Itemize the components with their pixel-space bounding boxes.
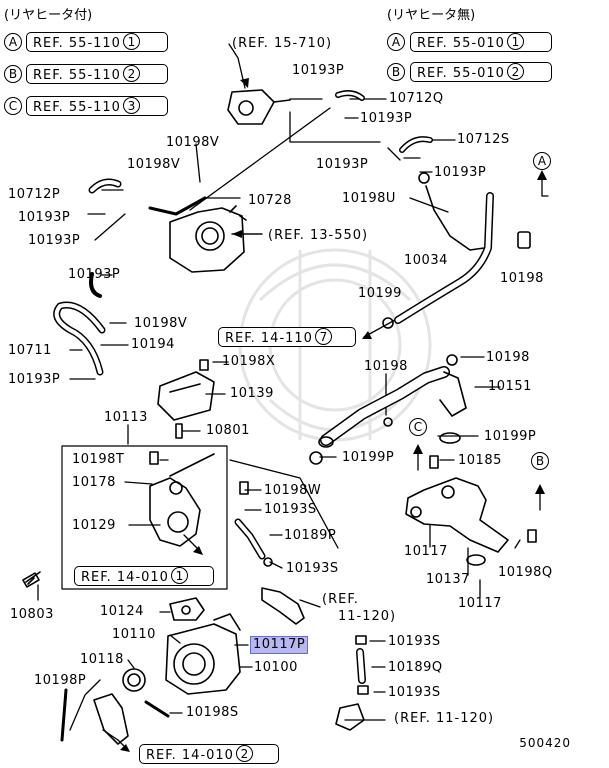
ref-11-120-b[interactable]: (REF. 11-120) [394,711,495,726]
header-with-rear-heater: (リヤヒータ付) [4,8,93,23]
legend-ref-text: REF. 55-110 [33,68,121,83]
part-label[interactable]: 10198V [127,157,181,172]
part-label[interactable]: 10193P [18,210,71,225]
part-label[interactable]: 10198P [34,673,87,688]
part-label[interactable]: 10185 [458,453,502,468]
part-label[interactable]: 10193P [434,165,487,180]
legend-ref-num: 1 [122,33,140,50]
part-label[interactable]: 10199P [484,429,537,444]
flow-marker-b: B [531,452,549,470]
part-label[interactable]: 10193S [286,561,339,576]
flow-marker-c: C [409,418,427,436]
part-label[interactable]: 10198V [166,135,220,150]
part-label[interactable]: 10193S [264,502,317,517]
part-label[interactable]: 10801 [206,423,250,438]
part-label[interactable]: 10113 [104,410,148,425]
part-label[interactable]: 10193P [68,267,121,282]
part-label[interactable]: 10139 [230,386,274,401]
part-label[interactable]: 10193P [28,233,81,248]
part-label[interactable]: 10189Q [388,660,443,675]
part-label[interactable]: 10711 [8,343,52,358]
ref-num: 1 [170,567,188,584]
part-label[interactable]: 10712Q [389,91,444,106]
part-label[interactable]: 10193S [388,685,441,700]
part-label[interactable]: 10129 [72,518,116,533]
flow-marker-a: A [533,152,551,170]
legend-ref-num: 2 [122,65,140,82]
part-label[interactable]: 10198 [364,359,408,374]
part-label[interactable]: 10199 [358,286,402,301]
part-label[interactable]: 10193P [292,63,345,78]
part-label[interactable]: 10189P [284,528,337,543]
part-label[interactable]: 10193P [316,157,369,172]
legend-marker-b-right: B [387,63,405,81]
part-label[interactable]: 10198V [134,316,188,331]
part-label[interactable]: 10124 [100,604,144,619]
ref-11-120-a-line2[interactable]: 11-120) [338,609,397,624]
ref-13-550[interactable]: (REF. 13-550) [268,228,369,243]
ref-num: 7 [314,328,332,345]
part-label[interactable]: 10198S [186,705,239,720]
part-label[interactable]: 10199P [342,450,395,465]
part-label[interactable]: 10198U [342,191,396,206]
part-label[interactable]: 10118 [80,652,124,667]
legend-ref-text: REF. 55-110 [33,36,121,51]
legend-marker-a: A [4,33,22,51]
part-label[interactable]: 10151 [488,379,532,394]
part-label[interactable]: 10712S [457,132,510,147]
ref-text: REF. 14-010 [146,748,234,763]
part-label[interactable]: 10193S [388,634,441,649]
part-label[interactable]: 10193P [8,372,61,387]
sheet-number: 500420 [519,736,571,750]
legend-ref-text: REF. 55-110 [33,100,121,115]
ref-text: REF. 14-110 [225,331,313,346]
part-label[interactable]: 10100 [254,660,298,675]
part-label[interactable]: 10193P [360,111,413,126]
part-label[interactable]: 10728 [248,193,292,208]
legend-ref-num: 3 [122,97,140,114]
part-label[interactable]: 10110 [112,627,156,642]
part-label-highlighted[interactable]: 10117P [250,636,309,654]
part-label[interactable]: 10194 [131,337,175,352]
legend-ref-num: 1 [506,33,524,50]
part-label[interactable]: 10803 [10,607,54,622]
legend-marker-c: C [4,97,22,115]
part-label[interactable]: 10198X [222,354,276,369]
part-label[interactable]: 10178 [72,475,116,490]
legend-marker-a-right: A [387,33,405,51]
ref-text: REF. 14-010 [81,570,169,585]
part-label[interactable]: 10198Q [498,565,553,580]
ref-num: 2 [235,745,253,762]
part-label[interactable]: 10117 [458,596,502,611]
part-label[interactable]: 10198 [500,271,544,286]
legend-ref-text: REF. 55-010 [417,66,505,81]
part-label[interactable]: 10117 [404,544,448,559]
legend-ref-num: 2 [506,63,524,80]
part-label[interactable]: 10137 [426,572,470,587]
legend-ref-text: REF. 55-010 [417,36,505,51]
part-label[interactable]: 10034 [404,253,448,268]
ref-15-710[interactable]: (REF. 15-710) [232,36,333,51]
part-label[interactable]: 10198 [486,350,530,365]
legend-marker-b: B [4,65,22,83]
header-without-rear-heater: (リヤヒータ無) [387,8,476,23]
part-label[interactable]: 10712P [8,187,61,202]
part-label[interactable]: 10198W [264,483,322,498]
ref-11-120-a-line1[interactable]: (REF. [322,592,359,607]
part-label[interactable]: 10198T [72,452,125,467]
